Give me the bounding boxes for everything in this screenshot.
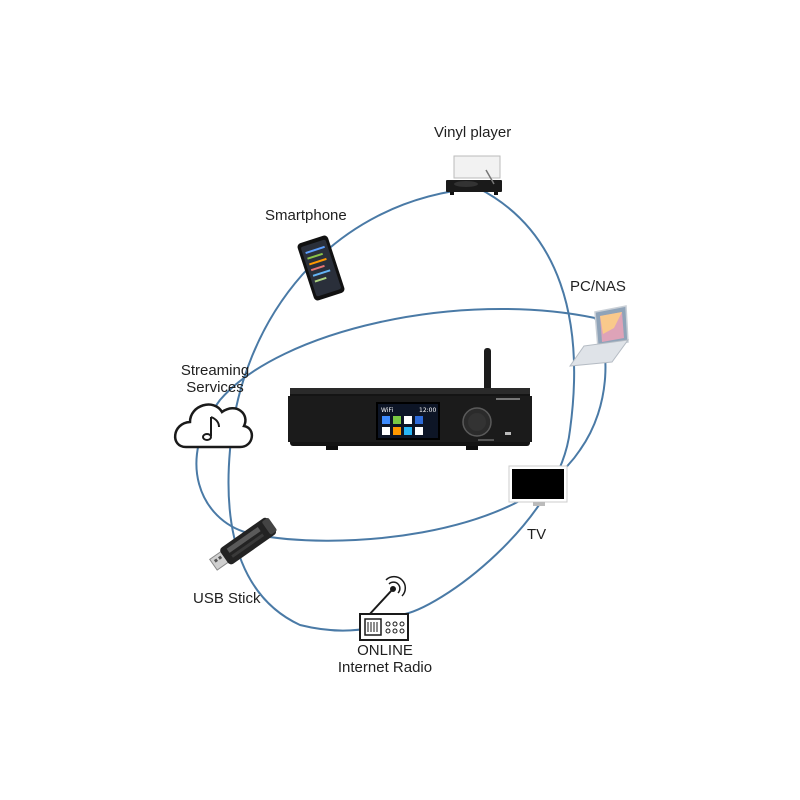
label-smartphone: Smartphone	[265, 207, 347, 224]
tv-icon	[508, 465, 568, 506]
label-radio-line2: Internet Radio	[337, 659, 433, 676]
usb-stick-icon	[209, 517, 277, 571]
amplifier-display: WiFi 12:00	[376, 402, 440, 440]
label-radio-line1: ONLINE	[357, 642, 413, 659]
label-streaming-line2: Services	[186, 379, 244, 396]
radio-icon	[359, 575, 409, 641]
label-pc-nas: PC/NAS	[570, 278, 626, 295]
amplifier-antenna	[484, 348, 491, 398]
laptop-icon	[568, 305, 630, 367]
music-note-icon	[202, 416, 220, 441]
vinyl-player-icon	[446, 155, 502, 195]
label-vinyl-player: Vinyl player	[434, 124, 512, 141]
label-internet-radio: ONLINE Internet Radio	[320, 642, 450, 676]
label-usb-stick: USB Stick	[193, 590, 261, 607]
display-wifi-label: WiFi	[381, 407, 393, 414]
label-streaming-line1: Streaming	[180, 362, 250, 379]
streaming-cloud-icon	[174, 403, 253, 449]
display-time: 12:00	[419, 407, 436, 414]
label-tv: TV	[527, 526, 547, 543]
label-streaming-services: Streaming Services	[170, 362, 260, 396]
streaming-amplifier: WiFi 12:00	[288, 348, 532, 450]
smartphone-icon	[297, 235, 345, 301]
amplifier-volume-knob	[462, 407, 492, 437]
